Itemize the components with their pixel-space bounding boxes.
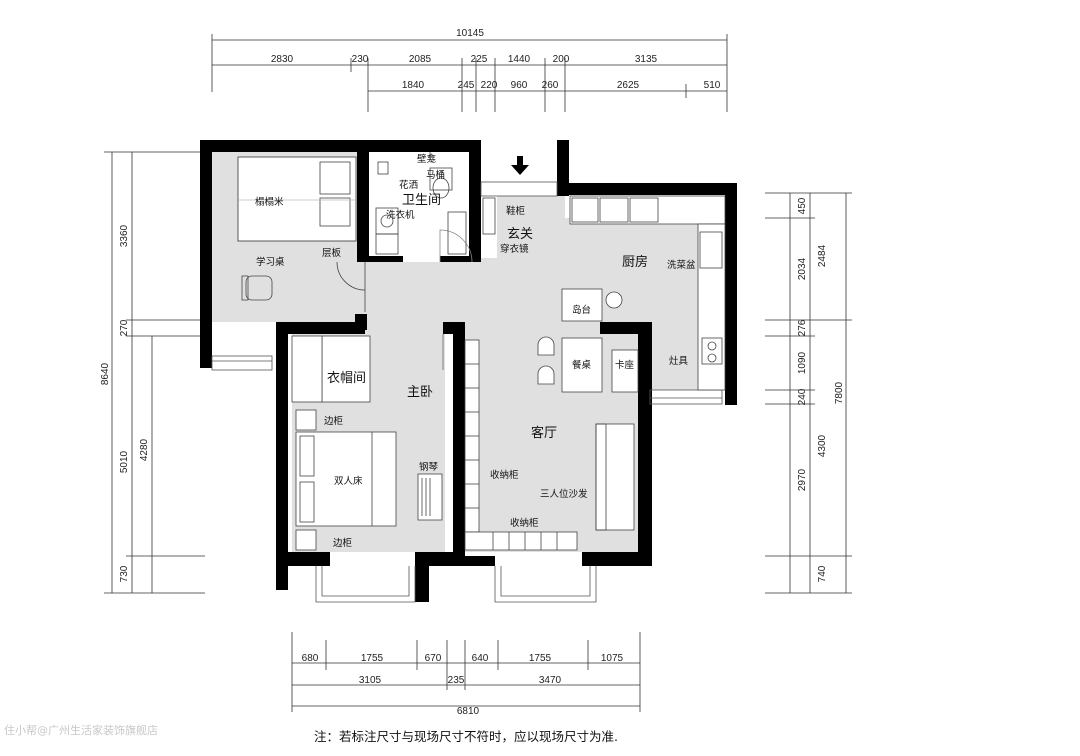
dim-bottom-2: 1755	[361, 653, 384, 664]
dim-right-r2: 2034	[797, 257, 808, 280]
label-shelf: 层板	[322, 247, 342, 259]
dim-right-total: 7800	[834, 381, 845, 404]
dimension-labels: 10145 2830 230 2085 225 1440 200 3135 18…	[271, 28, 721, 717]
furniture	[238, 152, 726, 551]
label-entry: 玄关	[507, 227, 533, 242]
dim-left-2: 270	[119, 319, 130, 336]
dim-bottom-total: 6810	[457, 706, 480, 717]
windows	[211, 181, 723, 603]
dim-left-4: 730	[119, 565, 130, 582]
dim-right-o3: 740	[817, 565, 828, 582]
label-shower: 花洒	[399, 179, 419, 191]
dim-bottom-1: 680	[302, 653, 319, 664]
dim-top-1: 2830	[271, 54, 294, 65]
dim-bottom-5: 1755	[529, 653, 552, 664]
dim-bottom-3: 670	[425, 653, 442, 664]
label-cloakroom: 衣帽间	[327, 370, 366, 386]
label-booth: 卡座	[615, 359, 635, 371]
bathroom-floor	[369, 152, 457, 256]
dim-top-5: 1440	[508, 54, 531, 65]
dim-right-r1: 450	[797, 197, 808, 214]
dim-right-r4: 1090	[797, 351, 808, 374]
dim-top-r2-2: 245	[458, 80, 475, 91]
dim-top-7: 3135	[635, 54, 658, 65]
label-bathroom: 卫生间	[402, 193, 441, 208]
dim-top-r2-3: 220	[481, 80, 498, 91]
dim-top-r2-6: 2625	[617, 80, 640, 91]
dim-right-o1: 2484	[817, 244, 828, 267]
watermark: 住小帮@广州生活家装饰旗舰店	[4, 723, 158, 737]
dim-left-3: 5010	[119, 450, 130, 473]
dim-left-1: 3360	[119, 224, 130, 247]
dimension-labels-vertical: 8640 3360 270 5010 730 4280 450 2034 276…	[100, 197, 845, 582]
walls	[200, 140, 737, 602]
label-niche: 壁龛	[417, 153, 437, 165]
entry-arrow-icon	[511, 156, 529, 175]
label-double-bed: 双人床	[334, 475, 363, 487]
label-side-cabinet-top: 边柜	[324, 415, 344, 427]
room-labels: 榻榻米 学习桌 层板 卫生间 壁龛 花洒 马桶 洗衣机 玄关 鞋柜 穿衣镜 厨房…	[255, 153, 696, 549]
dim-right-r5: 240	[797, 388, 808, 405]
dim-top-3: 2085	[409, 54, 432, 65]
label-shoe-cabinet: 鞋柜	[506, 205, 526, 217]
dimension-lines	[104, 34, 852, 712]
label-side-cabinet-bottom: 边柜	[333, 537, 353, 549]
label-storage-cabinet-2: 收纳柜	[510, 517, 539, 529]
label-sofa: 三人位沙发	[540, 488, 588, 500]
label-living-room: 客厅	[531, 425, 557, 441]
dim-bottom-6: 1075	[601, 653, 624, 664]
label-storage-cabinet-1: 收纳柜	[490, 469, 519, 481]
dim-bottom-r2-3: 3470	[539, 675, 562, 686]
label-stove: 灶具	[669, 355, 689, 367]
dim-bottom-r2-1: 3105	[359, 675, 382, 686]
dim-top-total: 10145	[456, 28, 484, 39]
dim-top-6: 200	[553, 54, 570, 65]
dim-bottom-r2-2: 235	[448, 675, 465, 686]
label-washer: 洗衣机	[386, 209, 415, 221]
label-tatami: 榻榻米	[255, 196, 284, 208]
dim-top-2: 230	[352, 54, 369, 65]
dim-top-r2-5: 260	[542, 80, 559, 91]
label-island: 岛台	[572, 304, 591, 316]
label-master-bedroom: 主卧	[407, 385, 433, 400]
label-kitchen: 厨房	[622, 254, 648, 270]
dim-right-o2: 4300	[817, 434, 828, 457]
dim-bottom-4: 640	[472, 653, 489, 664]
dim-left-inner: 4280	[139, 438, 150, 461]
footer-note: 注：若标注尺寸与现场尺寸不符时，应以现场尺寸为准.	[314, 729, 618, 744]
dim-top-4: 225	[471, 54, 488, 65]
label-dining-table: 餐桌	[572, 359, 592, 371]
label-dress-mirror: 穿衣镜	[500, 243, 529, 255]
dim-right-r6: 2970	[797, 468, 808, 491]
dim-top-r2-1: 1840	[402, 80, 425, 91]
label-piano: 钢琴	[419, 461, 439, 473]
storage-ticks	[465, 363, 558, 550]
dim-top-r2-7: 510	[704, 80, 721, 91]
dim-top-r2-4: 960	[511, 80, 528, 91]
dim-right-r3: 276	[797, 319, 808, 336]
tatami-platform	[237, 156, 357, 242]
label-sink: 洗菜盆	[667, 259, 696, 271]
label-toilet: 马桶	[426, 169, 445, 181]
dim-left-total: 8640	[100, 362, 111, 385]
label-study-desk: 学习桌	[256, 256, 285, 268]
